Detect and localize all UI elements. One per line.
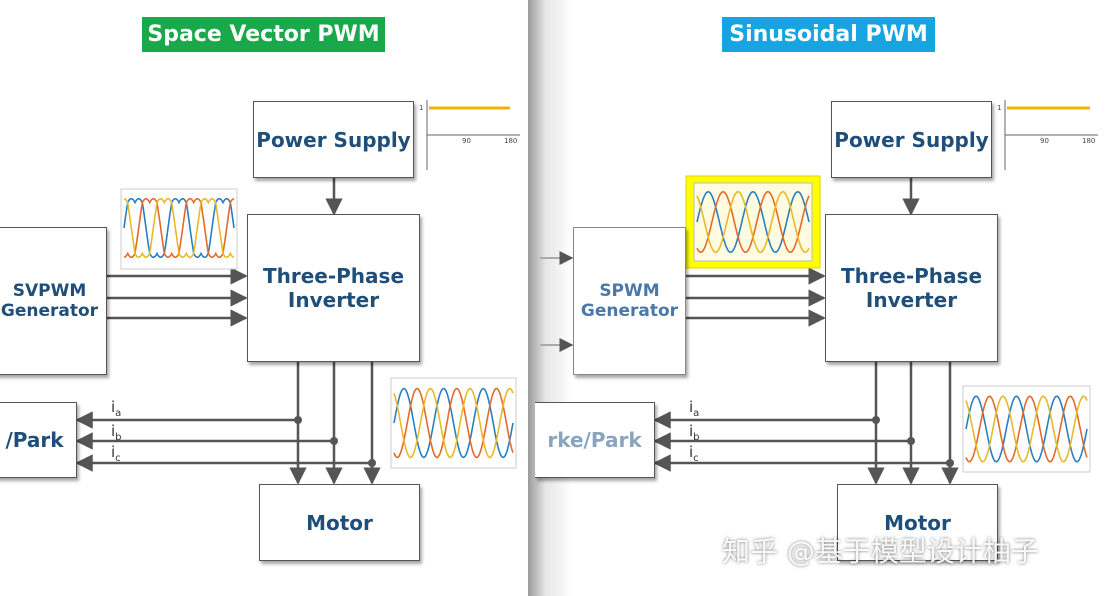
left-current-a: ia <box>111 398 122 419</box>
left-junction-b <box>330 437 338 445</box>
right-motor-label: Motor <box>884 510 951 535</box>
right-motor-block[interactable]: Motor <box>837 484 998 561</box>
svpwm-generator-block[interactable]: SVPWM Generator <box>0 227 107 375</box>
left-supply-tick-180: 180 <box>504 137 518 145</box>
svpwm-wave-phase-3 <box>123 197 235 259</box>
right-inverter-label-2: Inverter <box>865 288 958 312</box>
left-junction-a <box>294 416 302 424</box>
right-junction-c <box>946 459 954 467</box>
right-inverter-block[interactable]: Three-Phase Inverter <box>825 214 998 362</box>
right-junction-b <box>907 437 915 445</box>
left-supply-tick-1: 1 <box>419 104 424 112</box>
left-current-c: ic <box>111 443 121 464</box>
right-current-wave-phase-2 <box>965 395 1088 463</box>
right-supply-plot <box>1004 100 1098 170</box>
left-inverter-block[interactable]: Three-Phase Inverter <box>247 214 420 362</box>
left-park-block[interactable]: /Park <box>0 402 77 478</box>
right-power-supply-block[interactable]: Power Supply <box>831 101 992 178</box>
left-current-wave-phase-2 <box>393 387 514 459</box>
left-motor-block[interactable]: Motor <box>259 484 420 561</box>
right-current-c: ic <box>689 443 699 464</box>
right-power-supply-label: Power Supply <box>834 127 989 152</box>
left-motor-label: Motor <box>306 510 373 535</box>
spwm-wave-phase-3 <box>696 190 810 254</box>
right-current-a: ia <box>689 398 700 419</box>
spwm-wave-frame <box>693 182 813 262</box>
spwm-title-banner: Sinusoidal PWM <box>722 17 935 52</box>
left-power-supply-label: Power Supply <box>256 127 411 152</box>
right-park-label: rke/Park <box>547 428 642 452</box>
left-current-wave-phase-1 <box>393 387 514 459</box>
svpwm-title-banner: Space Vector PWM <box>142 17 385 52</box>
spwm-generator-label-2: Generator <box>580 301 679 321</box>
svpwm-generator-label-1: SVPWM <box>12 280 87 301</box>
right-current-wave-phase-3 <box>965 395 1088 463</box>
spwm-generator-label-1: SPWM <box>599 280 660 301</box>
left-power-supply-block[interactable]: Power Supply <box>253 101 414 178</box>
right-supply-tick-90: 90 <box>1040 137 1049 145</box>
right-inverter-label-1: Three-Phase <box>840 264 983 288</box>
left-supply-plot <box>426 100 520 170</box>
left-inverter-label-2: Inverter <box>287 288 380 312</box>
right-supply-tick-1: 1 <box>997 104 1002 112</box>
right-supply-tick-180: 180 <box>1082 137 1096 145</box>
left-supply-tick-90: 90 <box>462 137 471 145</box>
svpwm-generator-label-2: Generator <box>0 301 99 321</box>
spwm-title: Sinusoidal PWM <box>729 22 928 47</box>
panel-divider <box>528 0 572 596</box>
left-junction-c <box>368 459 376 467</box>
svpwm-title: Space Vector PWM <box>147 22 380 47</box>
spwm-generator-block[interactable]: SPWM Generator <box>573 227 686 375</box>
left-current-b: ib <box>111 422 122 443</box>
right-current-b: ib <box>689 422 700 443</box>
watermark: 知乎 @基于模型设计柚子 <box>722 535 1039 568</box>
left-park-label: /Park <box>5 428 64 452</box>
left-current-wave-phase-3 <box>393 387 514 459</box>
left-inverter-label-1: Three-Phase <box>262 264 405 288</box>
right-current-wave-phase-1 <box>965 395 1088 463</box>
right-junction-a <box>872 416 880 424</box>
right-park-block[interactable]: rke/Park <box>535 402 655 478</box>
